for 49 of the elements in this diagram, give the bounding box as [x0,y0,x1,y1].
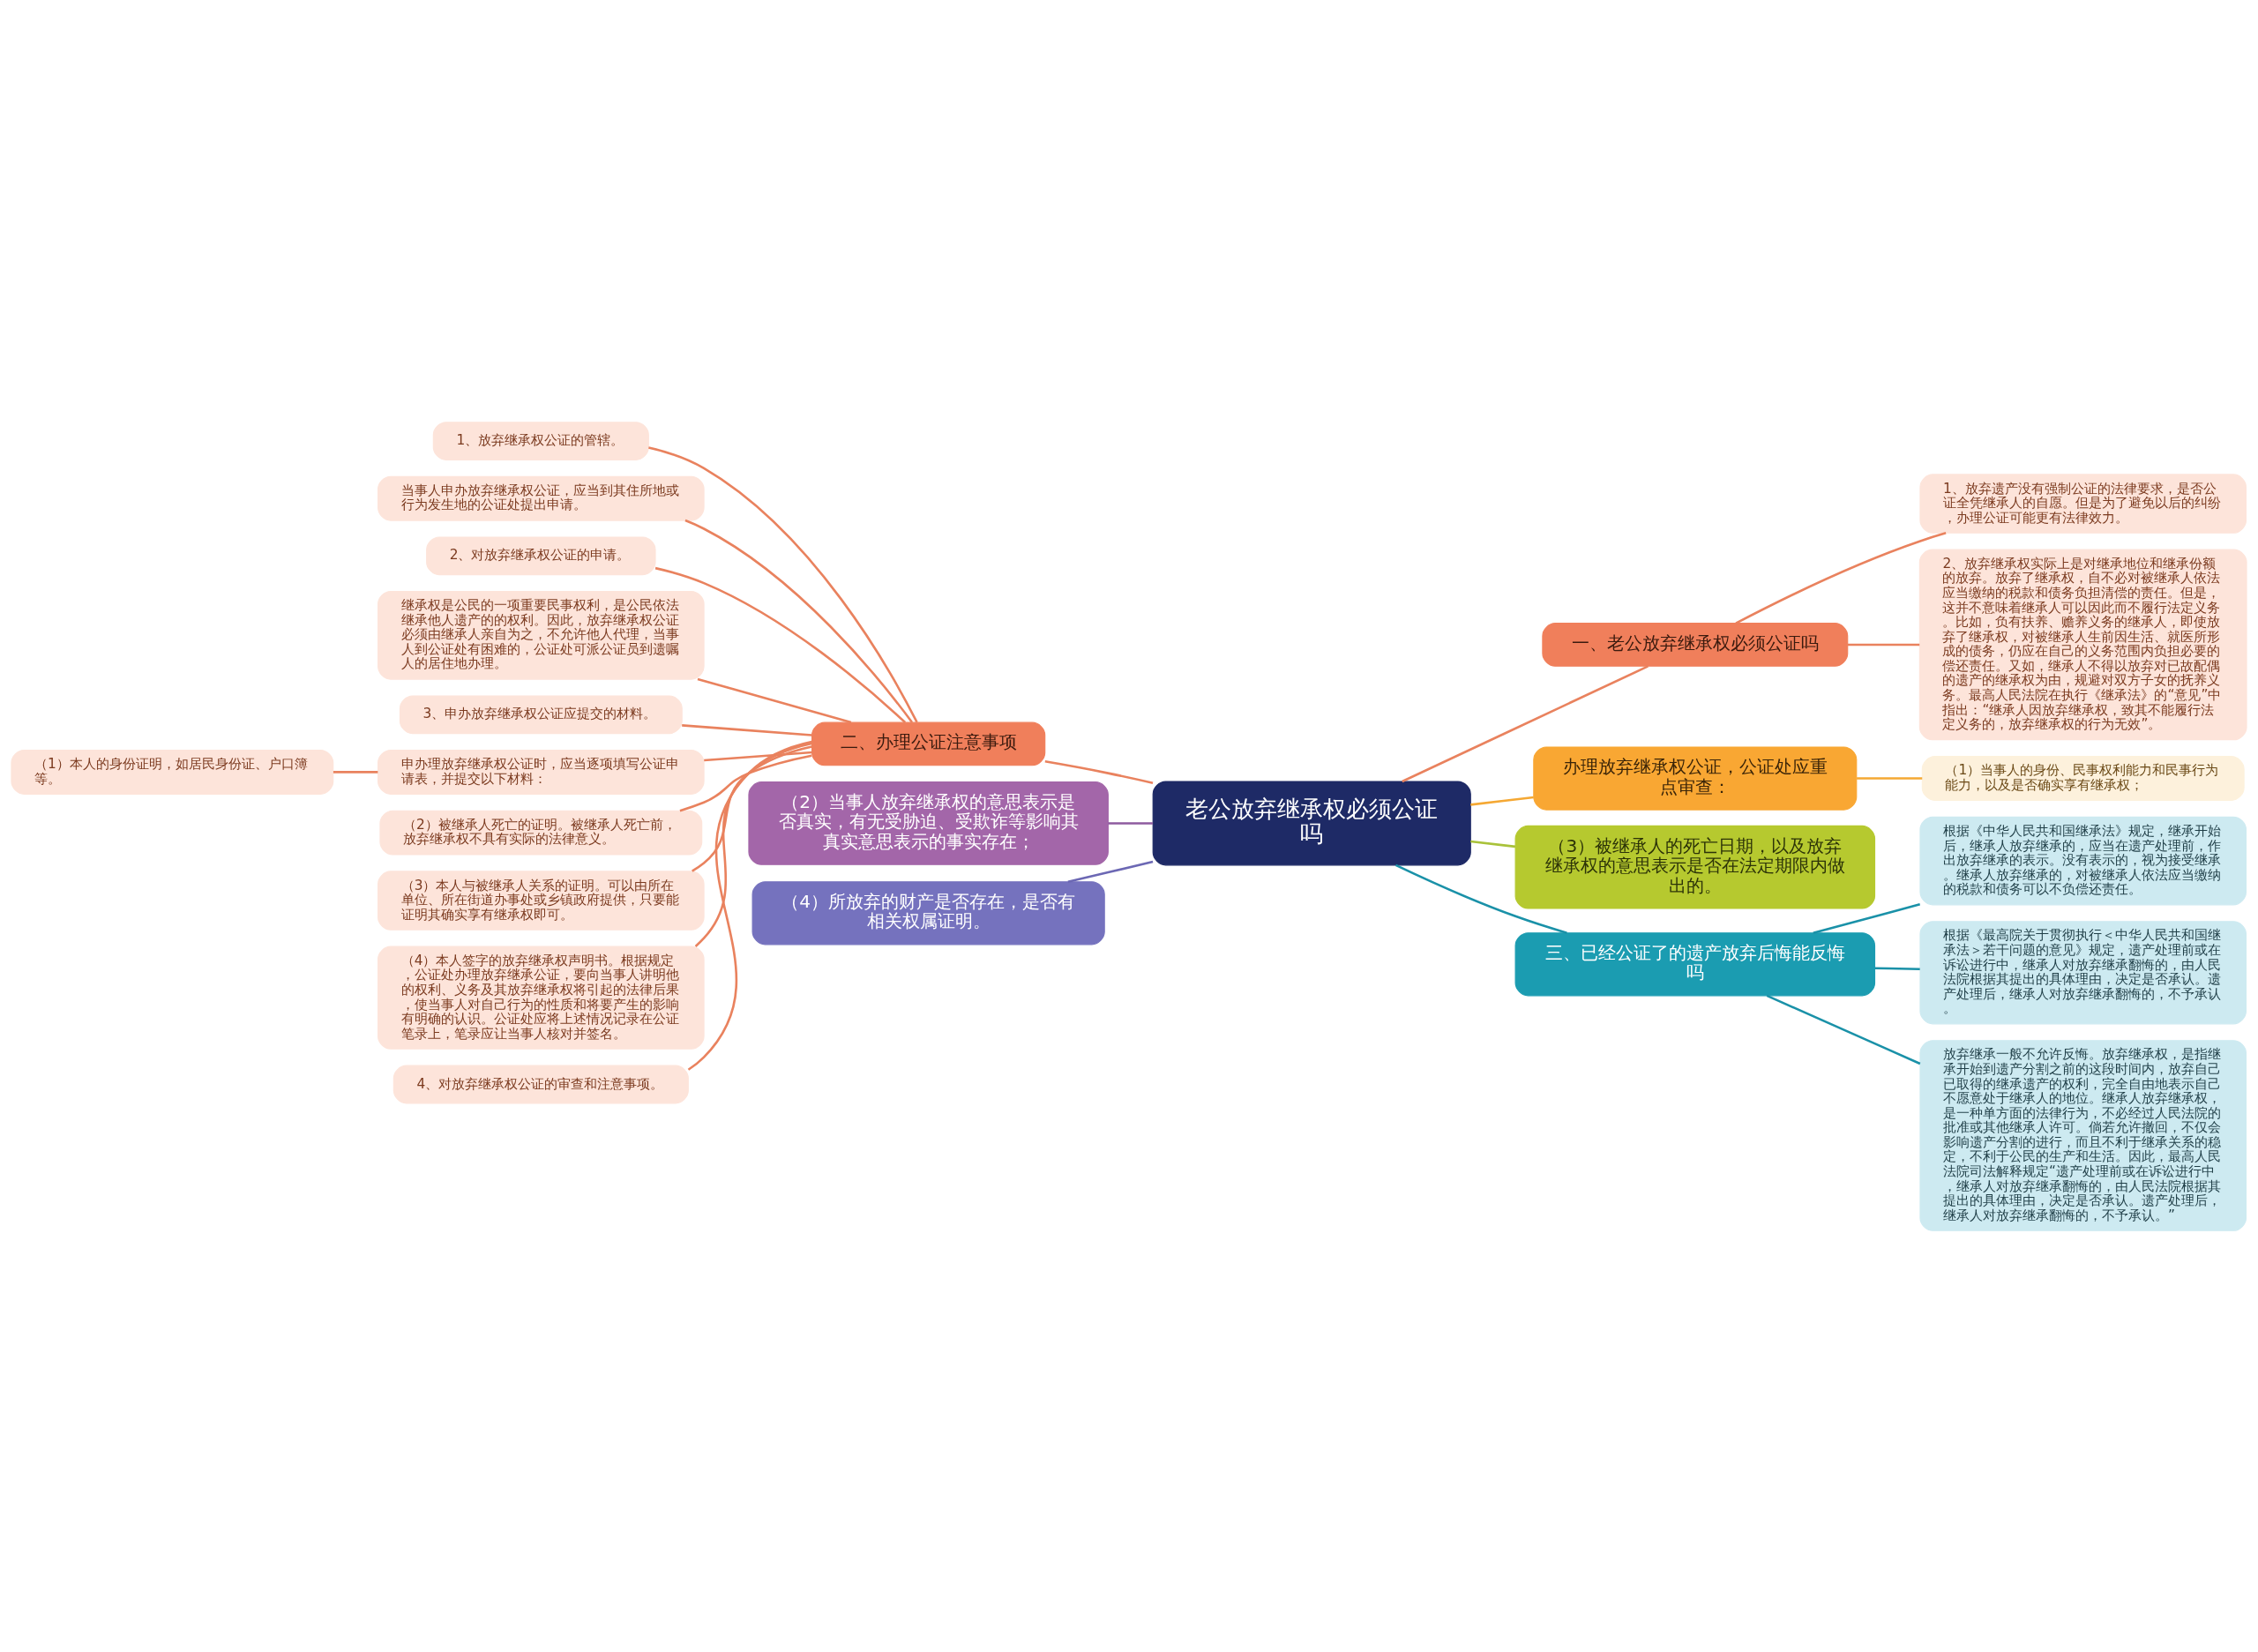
node-box: （4）本人签字的放弃继承权声明书。根据规定，公证处办理放弃继承公证，要向当事人讲明他的权利、义务及其放弃继承权将引起的法律后果，使当事人对自己行为的性质和将要产生的影响有明确的认识。公证处应将上述情况记录在公证笔录上，笔录应让当事人核对并签名。 [378,946,705,1050]
connector [1766,994,1921,1065]
node-box: 继承权是公民的一项重要民事权利，是公民依法继承他人遗产的的权利。因此，放弃继承权公证必须由继承人亲自为之，不允许他人代理，当事人到公证处有困难的，公证处可派公证员到遗嘱人的居住地办理。 [378,590,705,680]
node-box: （1）本人的身份证明，如居民身份证、户口簿等。 [11,749,334,795]
node-box: 3、申办放弃继承权公证应提交的材料。 [399,694,683,734]
node-box: （3）被继承人的死亡日期，以及放弃继承权的意思表示是否在法定期限内做出的。 [1514,825,1876,909]
connector [1067,860,1154,883]
connector [1813,902,1920,934]
node-box: 二、办理公证注意事项 [811,721,1046,766]
node-box: 当事人申办放弃继承权公证，应当到其住所地或行为发生地的公证处提出申请。 [378,475,705,521]
connector [654,566,907,723]
connector [1394,863,1567,934]
node-box: 4、对放弃继承权公证的审查和注意事项。 [393,1065,689,1103]
node-box: （1）当事人的身份、民事权利能力和民事行为能力，以及是否确实享有继承权； [1921,755,2245,801]
connector [692,744,812,872]
connector [648,445,918,722]
connector [682,723,812,736]
node-box: 老公放弃继承权必须公证吗 [1152,781,1471,865]
connector [697,677,852,723]
node-box: 2、放弃继承权实际上是对继承地位和继承份额的放弃。放弃了继承权，自不必对被继承人依法应当缴纳的税款和债务负担清偿的责任。但是，这并不意味着继承人可以因此而不履行法定义务。比如，负有扶养、赡养义务的继承人，即使放弃了继承权，对被继承人生前因生活、就医所形成的债务，仍应在自己的义务范围内负担必要的偿还责任。又如，继承人不得以放弃对已故配偶的遗产的继承权为由，规避对双方子女的抚养义务。最高人民法院在执行《继承法》的“意见”中指出：“继承人因放弃继承权，致其不能履行法定义务的，放弃继承权的行为无效”。 [1918,549,2247,740]
node-box: 2、对放弃继承权公证的申请。 [426,535,656,575]
connector [1735,531,1947,624]
connector [1847,643,1920,646]
connector [333,770,378,774]
connector [687,740,812,1071]
node-box: 放弃继承一般不允许反悔。放弃继承权，是指继承开始到遗产分割之前的这段时间内，放弃自己已取得的继承遗产的权利，完全自由地表示自己不愿意处于继承人的地位。继承人放弃继承权，是一种单方面的法律行为，不必经过人民法院的批准或其他继承人许可。倘若允许撤回，不仅会影响遗产分割的进行，而且不利于继承关系的稳定，不利于公民的生产和生活。因此，最高人民法院司法解释规定“遗产处理前或在诉讼进行中，继承人对放弃继承翻悔的，由人民法院根据其提出的具体理由，决定是否承认。遗产处理后，继承人对放弃继承翻悔的，不予承认。” [1919,1039,2247,1231]
node-box: （2）被继承人死亡的证明。被继承人死亡前，放弃继承权不具有实际的法律意义。 [379,810,703,856]
node-box: 三、已经公证了的遗产放弃后悔能反悔吗 [1514,931,1876,996]
node-box: 一、老公放弃继承权必须公证吗 [1542,622,1849,667]
connector [684,519,914,723]
connector [694,742,812,947]
connector [1857,776,1923,780]
node-box: （2）当事人放弃继承权的意思表示是否真实，有无受胁迫、受欺诈等影响其真实意思表示的事实存在； [748,781,1109,865]
node-box: （4）所放弃的财产是否存在，是否有相关权属证明。 [751,880,1105,945]
node-box: 根据《中华人民共和国继承法》规定，继承开始后，继承人放弃继承的，应当在遗产处理前，作出放弃继承的表示。没有表示的，视为接受继承。继承人放弃继承的，对被继承人依法应当缴纳的税款和债务可以不负偿还责任。 [1919,816,2247,905]
connector [1402,664,1649,782]
node-box: 办理放弃继承权公证，公证处应重点审查： [1533,745,1858,811]
connector [1470,796,1534,806]
node-box: 根据《最高院关于贯彻执行＜中华人民共和国继承法＞若干问题的意见》规定，遗产处理前或在诉讼进行中，继承人对放弃继承翻悔的，由人民法院根据其提出的具体理由，决定是否承认。遗产处理后，继承人对放弃继承翻悔的，不予承认。 [1919,920,2247,1024]
node-box: 1、放弃继承权公证的管辖。 [432,421,649,460]
connector [1044,759,1154,784]
node-box: 1、放弃遗产没有强制公证的法律要求，是否公证全凭继承人的自愿。但是为了避免以后的纠纷，办理公证可能更有法律效力。 [1919,473,2247,534]
node-box: 申办理放弃继承权公证时，应当逐项填写公证申请表，并提交以下材料： [378,749,705,795]
connector [1108,821,1153,825]
connector [1470,840,1516,848]
connector [679,754,812,811]
connector [1874,966,1920,970]
connector [704,751,812,761]
node-box: （3）本人与被继承人关系的证明。可以由所在单位、所在街道办事处或乡镇政府提供，只要能证明其确实享有继承权即可。 [378,870,705,931]
